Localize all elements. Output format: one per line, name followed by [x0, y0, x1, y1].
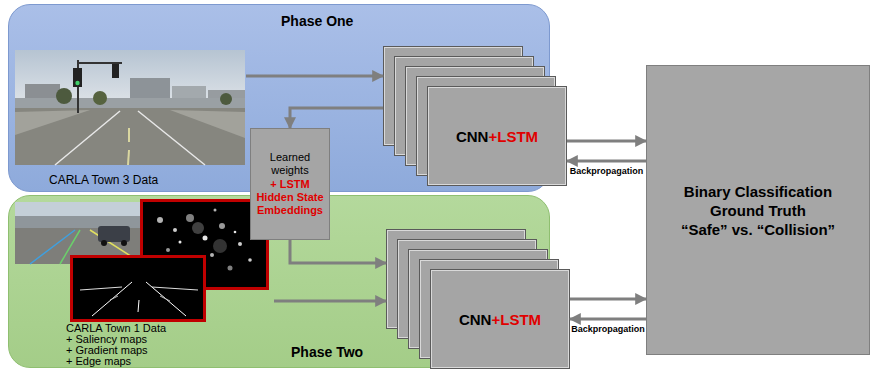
edge-label: Backpropagation: [571, 324, 645, 334]
town3-photo-part: [56, 88, 72, 104]
cnn-lstm-stack: CNN+LSTM: [386, 229, 570, 369]
flow-arrow: [290, 240, 386, 263]
saliency-map-part: [213, 239, 227, 253]
box-heading: Binary Classification Ground Truth: [668, 182, 848, 220]
phase-title: Phase Two: [291, 344, 363, 360]
phase-title-wrap: Phase Two: [291, 344, 363, 360]
town3-photo-part: [15, 50, 245, 110]
town3-photo-part: [170, 110, 245, 138]
flow-arrow: [274, 300, 386, 303]
town3-photo-part: [73, 68, 82, 87]
saliency-map-part: [248, 258, 252, 262]
town3-photo-part: [55, 111, 120, 165]
saliency-map-part: [238, 242, 242, 246]
saliency-map-part: [210, 253, 214, 257]
class-labels: “Safe” vs. “Collision”: [681, 220, 835, 239]
flow-arrow: [290, 108, 383, 128]
edge-map: [72, 257, 205, 321]
flow-arrow: [567, 140, 646, 143]
edge-map-part: [138, 300, 139, 312]
edge-map-part: [92, 282, 132, 316]
edge-map-part: [80, 287, 122, 290]
town3-photo-part: [78, 62, 122, 64]
edge-label-wrap: Backpropagation: [570, 166, 644, 176]
edge-label-wrap: Backpropagation: [571, 324, 645, 334]
transfer-box: Learned weights+ LSTM Hidden State Embed…: [250, 128, 330, 240]
saliency-map-part: [203, 236, 208, 241]
town3-photo-part: [112, 64, 119, 78]
model-name: CNN: [459, 311, 492, 328]
town3-photo-part: [93, 91, 107, 105]
saliency-map-part: [186, 214, 194, 222]
cnn-lstm-stack: CNN+LSTM: [383, 46, 567, 186]
caption-wrap: CARLA Town 3 Data: [49, 173, 158, 187]
town1-photo-part: [15, 202, 150, 228]
phase-title: Phase One: [281, 13, 353, 29]
saliency-map-part: [219, 223, 225, 229]
flow-arrow: [570, 298, 646, 301]
model-name-highlight: +LSTM: [491, 311, 541, 328]
saliency-map-part: [179, 241, 182, 244]
transfer-text: Learned weights+ LSTM Hidden State Embed…: [251, 147, 329, 221]
town3-photo-part: [15, 110, 90, 135]
town1-photo: [15, 202, 150, 264]
data-caption: + Edge maps: [66, 356, 166, 367]
town3-photo-part: [128, 128, 130, 142]
saliency-map-part: [234, 231, 237, 234]
flow-arrow: [246, 75, 383, 78]
town1-photo-part: [98, 226, 130, 242]
saliency-map-part: [157, 217, 163, 223]
box-heading: Learned weights: [255, 151, 325, 177]
town3-photo-part: [138, 111, 205, 165]
town3-photo-part: [15, 108, 245, 165]
data-caption: + Saliency maps: [66, 334, 166, 345]
edge-map-part: [110, 296, 118, 300]
flow-arrow: [570, 318, 646, 321]
town3-photo-part: [220, 93, 232, 105]
town1-photo-part: [30, 230, 75, 264]
edge-label: Backpropagation: [570, 166, 644, 176]
edge-map-part: [160, 296, 170, 301]
town3-photo-part: [128, 150, 129, 165]
saliency-map-part: [192, 222, 204, 234]
edge-map-part: [152, 287, 198, 290]
model-name: CNN: [456, 128, 489, 145]
saliency-map-part: [228, 266, 233, 271]
model-label: CNN+LSTM: [431, 270, 569, 368]
model-name-highlight: +LSTM: [488, 128, 538, 145]
town3-photo: [15, 50, 245, 165]
saliency-map-part: [166, 248, 170, 252]
town1-photo-part: [121, 240, 127, 246]
saliency-map-part: [214, 209, 217, 212]
model-card: CNN+LSTM: [430, 269, 570, 369]
ground-truth-box: Binary Classification Ground Truth“Safe”…: [646, 65, 870, 355]
model-card: CNN+LSTM: [427, 86, 567, 186]
data-caption: CARLA Town 1 Data: [66, 323, 166, 334]
phase-title-wrap: Phase One: [281, 13, 353, 29]
town3-photo-part: [75, 81, 79, 85]
saliency-map-part: [173, 228, 177, 232]
data-caption: CARLA Town 3 Data: [49, 173, 158, 187]
flow-arrow: [567, 160, 646, 163]
ground-truth-text: Binary Classification Ground Truth“Safe”…: [647, 182, 869, 239]
edge-map-part: [72, 257, 205, 321]
town1-photo-part: [15, 216, 150, 229]
town1-photo-part: [101, 240, 107, 246]
data-caption: + Gradient maps: [66, 345, 166, 356]
box-highlight: + LSTM Hidden State Embeddings: [255, 178, 325, 217]
model-label: CNN+LSTM: [428, 87, 566, 185]
caption-wrap: CARLA Town 1 Data+ Saliency maps+ Gradie…: [66, 323, 166, 367]
